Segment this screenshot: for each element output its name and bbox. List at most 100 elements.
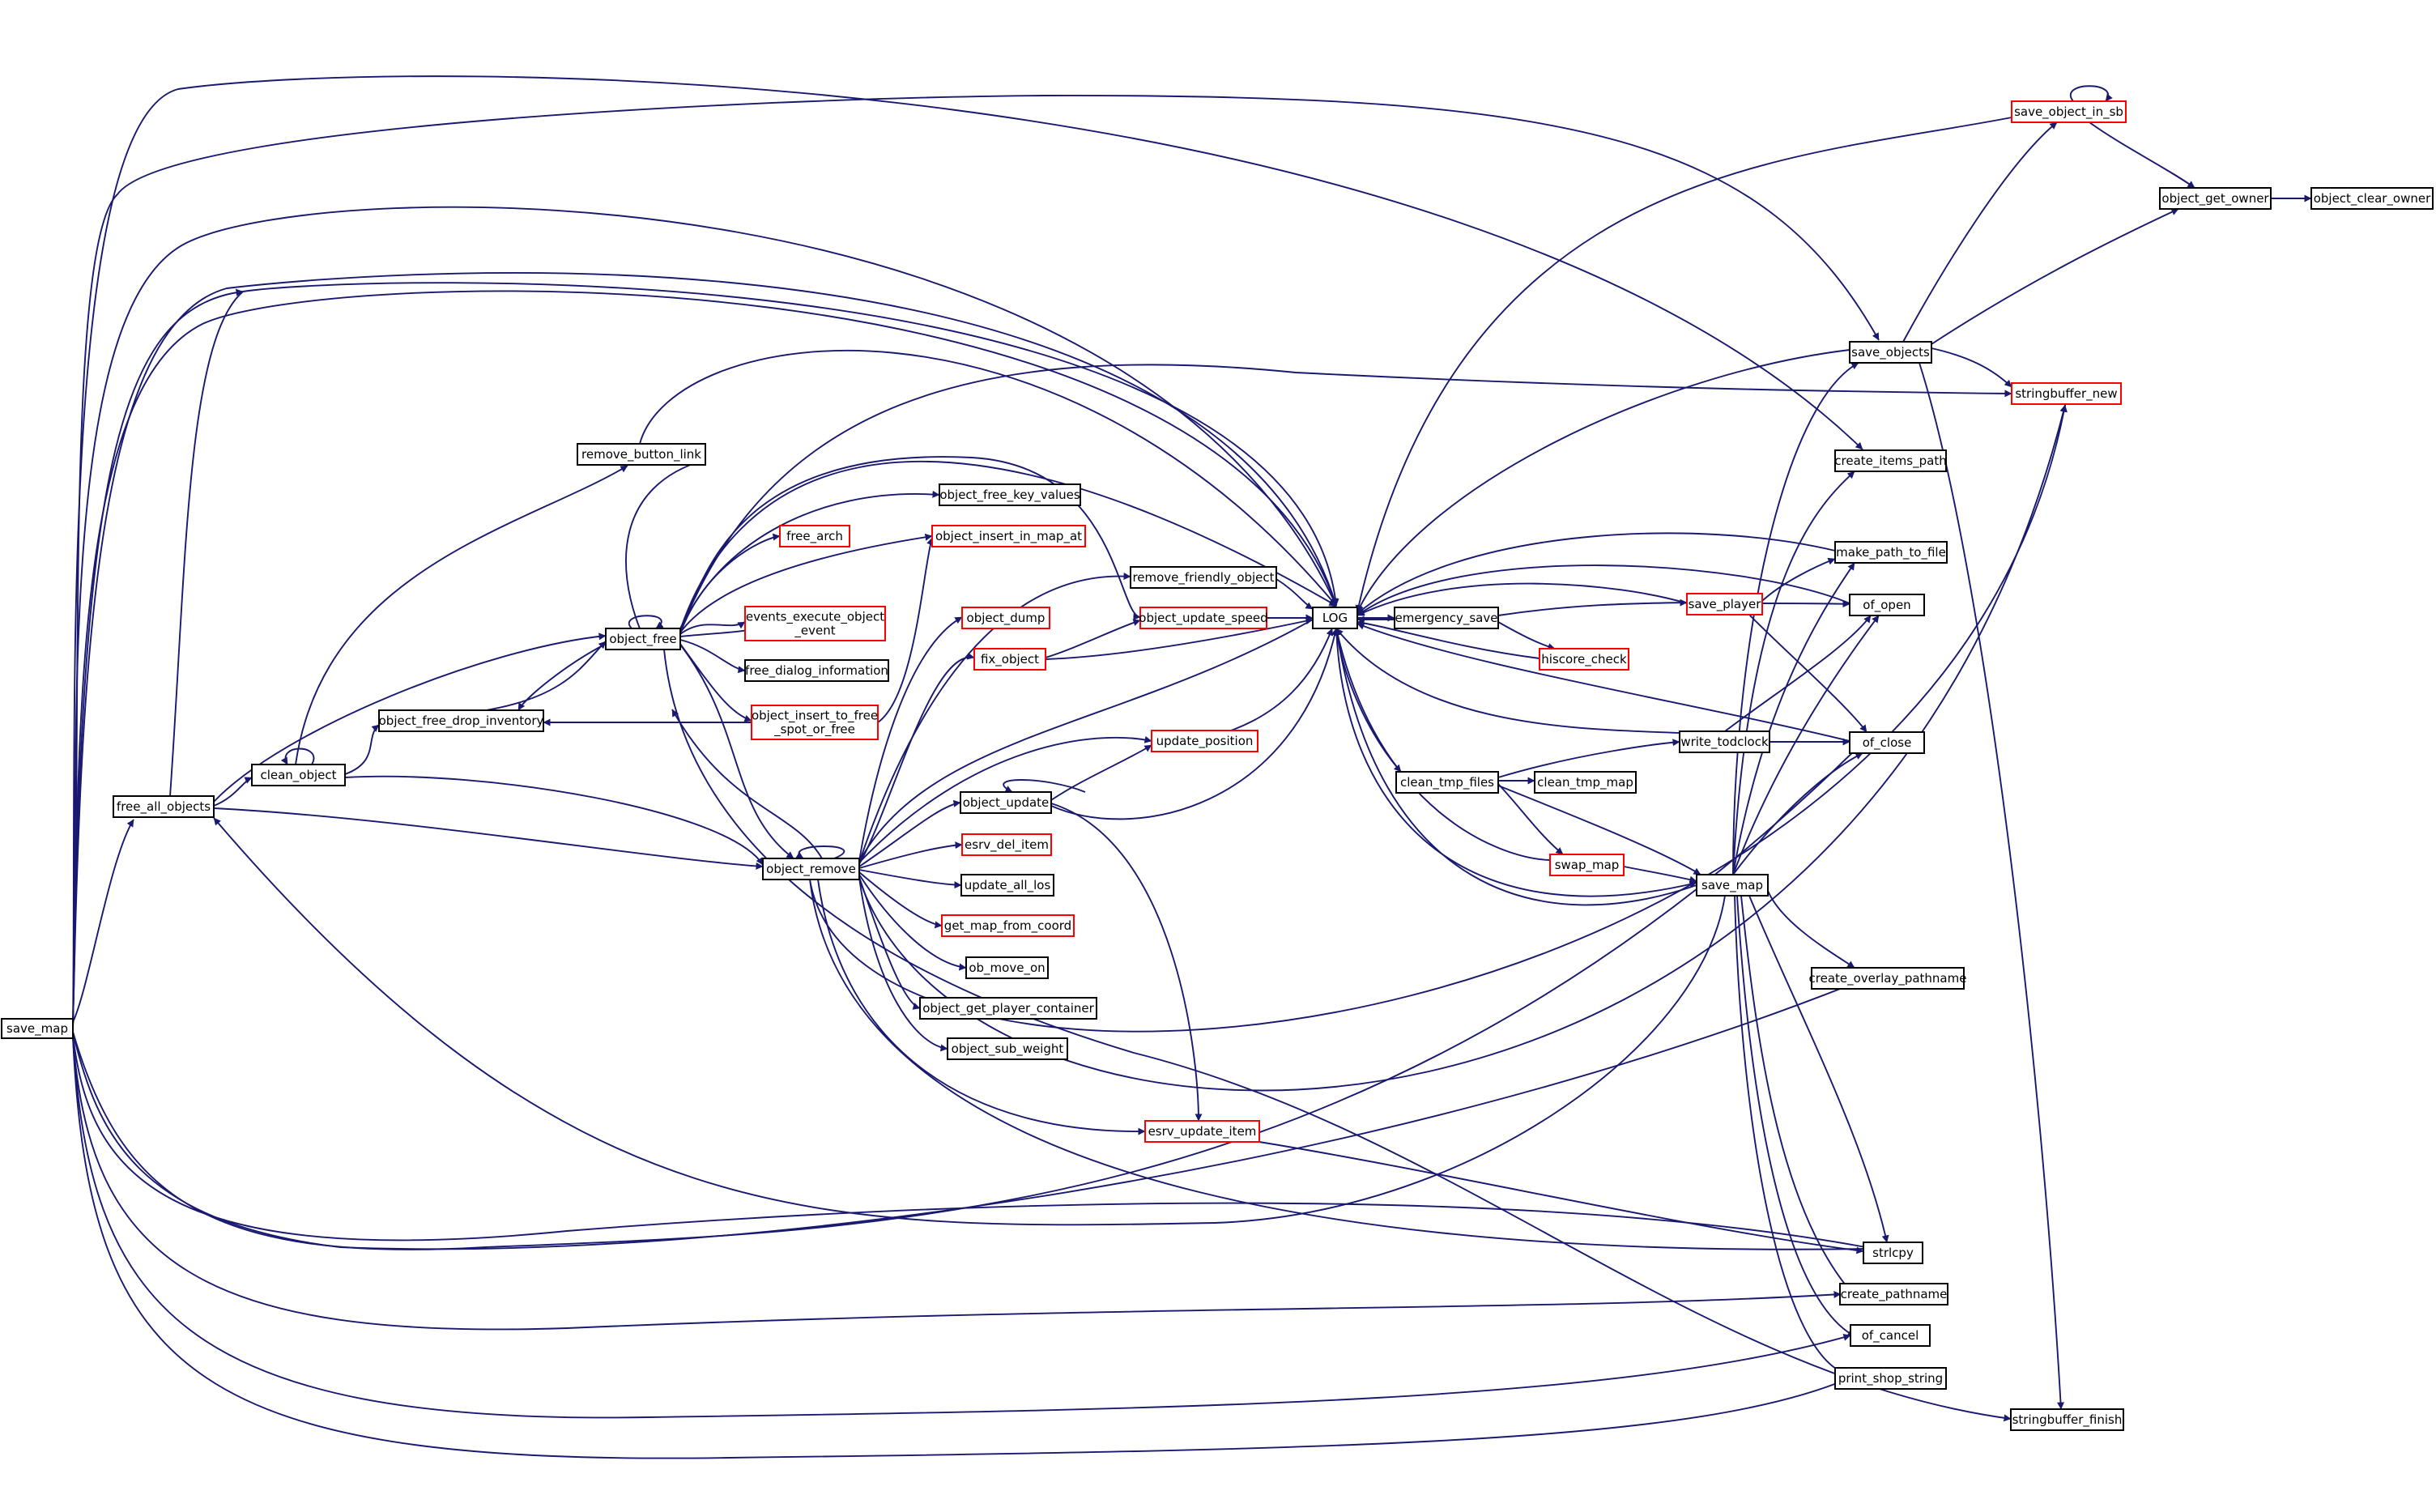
call-edge [1356,619,1540,659]
node-free-all-objects[interactable]: free_all_objects [113,795,215,818]
node-box [947,1037,1068,1060]
node-box [1679,730,1770,753]
node-box [1839,1283,1948,1305]
node-label: object_insert_in_map_at [935,529,1082,544]
node-save-object-in-sb[interactable]: save_object_in_sb [2011,100,2127,123]
node-box [1549,854,1625,876]
node-box [1312,607,1358,629]
call-edge [679,461,1337,631]
node-label: object_free_key_values [939,488,1080,503]
node-label: object_update [963,795,1050,811]
call-edge [72,1034,1888,1254]
node-remove-friendly-object[interactable]: remove_friendly_object [1130,566,1277,589]
node-events-execute-object-event[interactable]: events_execute_object_event [744,606,886,641]
call-edge [679,533,933,633]
call-edge [625,458,705,629]
node-label: LOG [1322,611,1348,625]
node-object-free[interactable]: object_free [605,628,681,650]
node-box [1394,607,1499,629]
node-fix-object[interactable]: fix_object [973,648,1046,671]
node-box [1139,607,1267,629]
node-label: write_todclock [1680,735,1769,750]
node-print-shop-string[interactable]: print_shop_string [1834,1367,1947,1390]
node-esrv-update-item[interactable]: esrv_update_item [1144,1120,1260,1143]
node-clean-tmp-map[interactable]: clean_tmp_map [1534,771,1637,794]
node-free-arch[interactable]: free_arch [779,525,850,547]
node-of-open[interactable]: of_open [1849,594,1925,616]
node-hiscore-check[interactable]: hiscore_check [1539,648,1629,671]
node-object-insert-in-map-at[interactable]: object_insert_in_map_at [931,525,1086,547]
call-edge [517,643,607,711]
node-update-position[interactable]: update_position [1151,730,1258,752]
call-edge [72,75,1863,1025]
node-of-close[interactable]: of_close [1849,731,1925,754]
node-object-update[interactable]: object_update [960,791,1052,814]
node-object-insert-to-free-spot-or-free[interactable]: object_insert_to_free_spot_or_free [751,705,879,740]
node-object-sub-weight[interactable]: object_sub_weight [947,1037,1068,1060]
node-object-get-player-container[interactable]: object_get_player_container [919,997,1097,1020]
node-box [762,858,860,880]
node-box [973,648,1046,671]
node-object-free-drop-inventory[interactable]: object_free_drop_inventory [378,709,544,732]
node-box [1850,1324,1931,1347]
node-box [577,443,706,466]
node-box [605,628,681,650]
node-save-player[interactable]: save_player [1686,593,1763,615]
node-free-dialog-information[interactable]: free_dialog_information [744,659,889,682]
node-strlcpy[interactable]: strlcpy [1863,1242,1923,1264]
node-box [1849,341,1932,364]
node-emergency-save[interactable]: emergency_save [1394,607,1499,629]
call-edge [795,845,845,859]
node-box [961,833,1052,856]
node-stringbuffer-new[interactable]: stringbuffer_new [2011,382,2122,405]
node-label: object_get_player_container [922,1001,1094,1016]
node-create-items-path[interactable]: create_items_path [1834,449,1947,472]
node-swap-map[interactable]: swap_map [1549,854,1625,876]
call-edge [1732,615,1880,875]
call-edge [679,490,940,632]
node-stringbuffer-finish[interactable]: stringbuffer_finish [2010,1408,2124,1431]
call-edge [1497,783,1564,855]
node-box [1130,566,1277,589]
node-label: remove_friendly_object [1132,570,1274,586]
node-box [2310,187,2434,210]
node-box [1811,967,1965,990]
call-edge [1732,362,1859,875]
node-save-map-root[interactable]: save_map [1,1018,74,1039]
call-edge [877,537,934,723]
node-esrv-del-item[interactable]: esrv_del_item [961,833,1052,856]
node-box [960,791,1052,814]
node-save-objects[interactable]: save_objects [1849,341,1932,364]
node-object-remove[interactable]: object_remove [762,858,860,880]
call-edge [1335,628,1697,897]
node-box [744,606,886,641]
node-of-cancel[interactable]: of_cancel [1850,1324,1931,1347]
call-edge [1334,628,1551,861]
node-create-pathname[interactable]: create_pathname [1839,1283,1948,1305]
node-label: strlcpy [1872,1246,1914,1260]
node-label: object_clear_owner [2314,191,2431,207]
node-make-path-to-file[interactable]: make_path_to_file [1834,541,1948,564]
node-box [931,525,1086,547]
call-edge [858,874,967,971]
node-remove-button-link[interactable]: remove_button_link [577,443,706,466]
node-create-overlay-pathname[interactable]: create_overlay_pathname [1809,967,1967,990]
node-ob-move-on[interactable]: ob_move_on [965,956,1049,979]
node-clean-object[interactable]: clean_object [251,764,346,786]
node-clean-tmp-files[interactable]: clean_tmp_files [1395,771,1499,794]
node-object-free-key-values[interactable]: object_free_key_values [939,483,1081,506]
call-edge [1230,628,1334,731]
node-label: update_position [1156,734,1254,749]
node-LOG[interactable]: LOG [1312,607,1358,629]
node-object-dump[interactable]: object_dump [961,607,1050,629]
node-object-clear-owner[interactable]: object_clear_owner [2310,187,2434,210]
node-write-todclock[interactable]: write_todclock [1679,730,1770,753]
node-update-all-los[interactable]: update_all_los [960,874,1054,897]
node-label: object_sub_weight [952,1041,1064,1057]
node-object-get-owner[interactable]: object_get_owner [2159,187,2272,210]
node-get-map-from-coord[interactable]: get_map_from_coord [941,914,1075,937]
node-box [1539,648,1629,671]
node-save-map[interactable]: save_map [1696,874,1769,897]
node-object-update-speed[interactable]: object_update_speed [1139,607,1268,629]
call-edge [280,747,315,765]
